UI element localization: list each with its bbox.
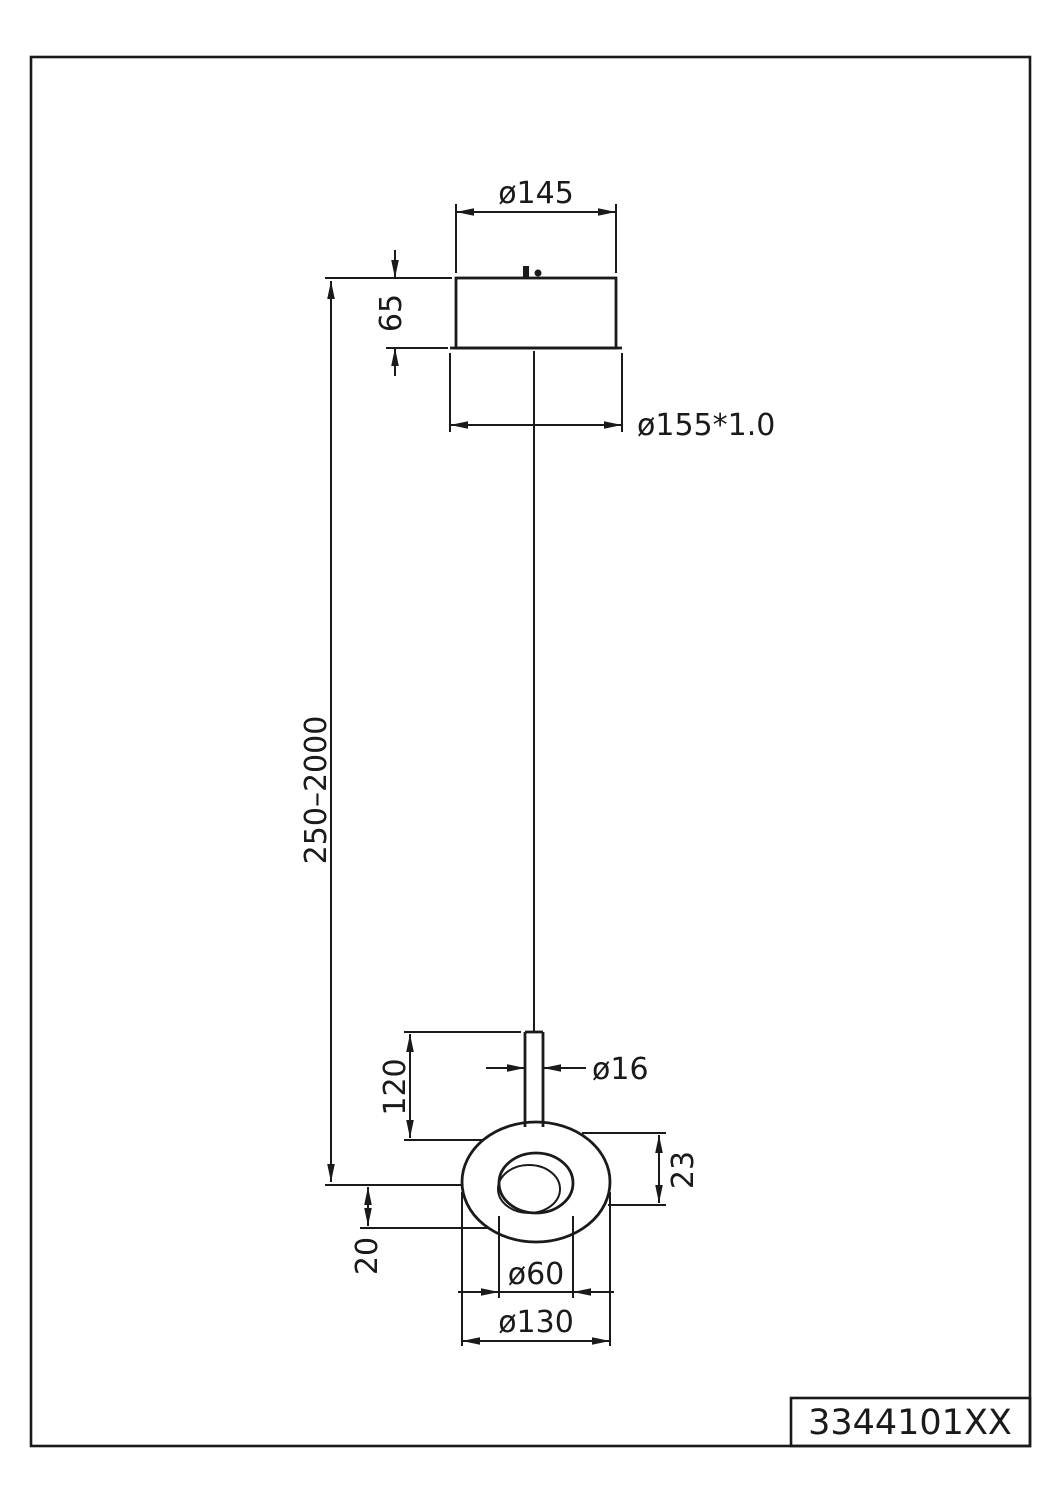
lamp-ring-head: [460, 1120, 612, 1244]
cable-grip-icon: [523, 266, 542, 279]
stem: [523, 1030, 545, 1127]
dim-canopy-height: 65: [325, 250, 452, 376]
dim-suspension-range-label: 250–2000: [299, 716, 334, 865]
part-number-label: 3344101XX: [808, 1403, 1012, 1443]
ceiling-canopy: [454, 276, 618, 350]
lamp-ring-bore: [497, 1164, 561, 1214]
lamp-object: [450, 266, 622, 1244]
dim-suspension-range: 250–2000: [299, 281, 462, 1186]
dim-head-outer-diameter-label: ø130: [498, 1305, 574, 1340]
dim-head-bottom-offset: 20: [350, 1187, 488, 1275]
dim-stem-diameter: ø16: [486, 1052, 649, 1087]
lamp-ring-inner: [497, 1151, 575, 1215]
drawing-frame: [29, 55, 1032, 1448]
dim-canopy-height-label: 65: [374, 294, 409, 332]
dim-canopy-diameter-label: ø145: [498, 176, 574, 211]
dim-head-inner-diameter-label: ø60: [508, 1257, 565, 1292]
dim-stem-length: 120: [378, 1031, 521, 1141]
dim-head-height: 23: [582, 1132, 701, 1206]
dim-canopy-diameter: ø145: [455, 176, 617, 273]
dim-head-inner-diameter: ø60: [458, 1216, 614, 1298]
dim-stem-diameter-label: ø16: [592, 1052, 649, 1087]
dim-stem-length-label: 120: [378, 1058, 413, 1115]
title-block: 3344101XX: [789, 1396, 1032, 1448]
dim-ceiling-plate: ø155*1.0: [449, 353, 775, 443]
dim-head-bottom-offset-label: 20: [350, 1237, 385, 1275]
dim-ceiling-plate-label: ø155*1.0: [637, 408, 775, 443]
part-number-box: [789, 1396, 1032, 1448]
dim-head-height-label: 23: [666, 1151, 701, 1189]
lamp-ring-outer: [460, 1120, 612, 1244]
dim-head-outer-diameter: ø130: [461, 1192, 611, 1346]
